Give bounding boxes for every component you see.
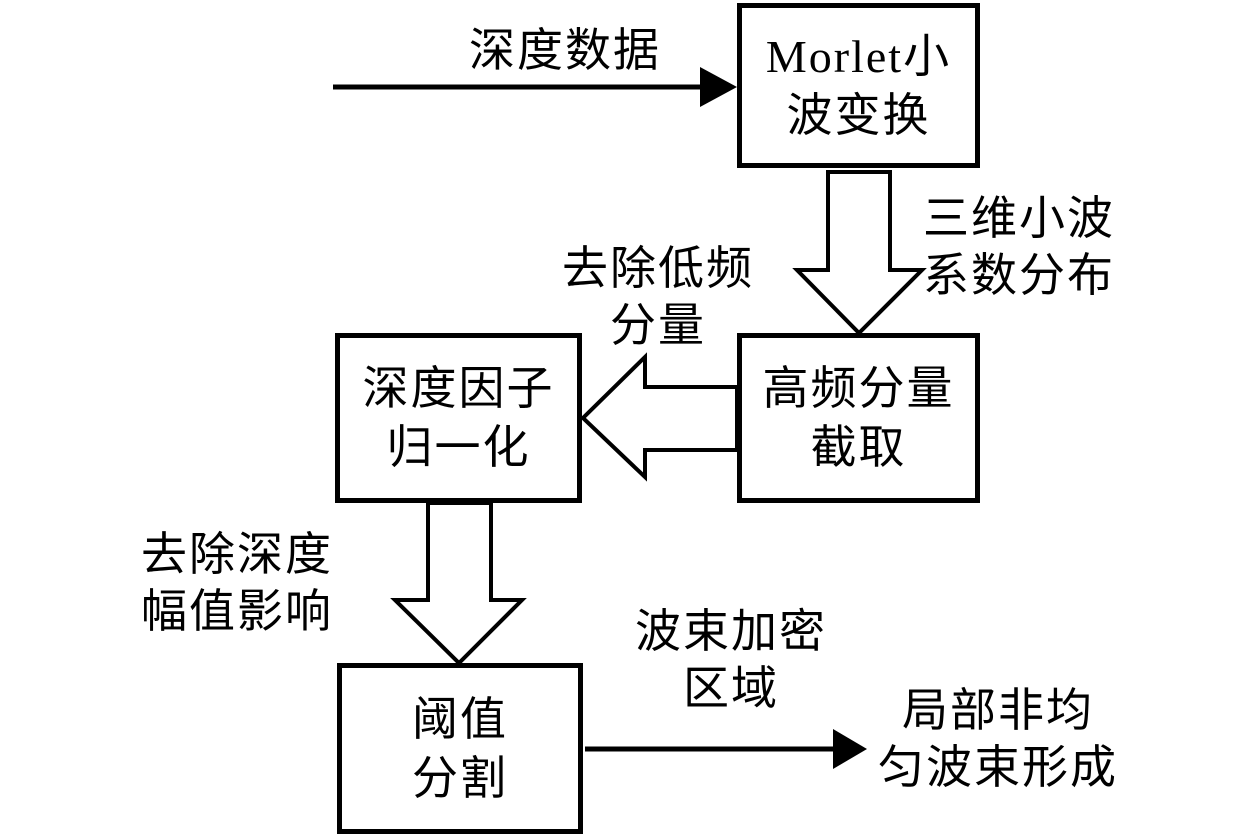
edge-label-wavelet-coefficients: 三维小波 系数分布 xyxy=(923,193,1115,301)
node-threshold-segmentation-label: 阈值 分割 xyxy=(412,693,508,804)
node-depth-factor-normalization: 深度因子 归一化 xyxy=(335,333,582,503)
node-morlet-wavelet-transform: Morlet小 波变换 xyxy=(737,3,980,168)
node-depth-factor-normalization-label: 深度因子 归一化 xyxy=(362,363,555,473)
output-text-local-nonuniform-beamforming: 局部非均 匀波束形成 xyxy=(878,685,1118,793)
beam-region-arrowhead-icon xyxy=(833,729,867,769)
block-arrow-down-remove-depth-icon xyxy=(390,501,527,666)
node-threshold-segmentation: 阈值 分割 xyxy=(337,663,583,834)
block-arrow-left-remove-lowfreq-icon xyxy=(580,352,739,482)
node-high-freq-component-extract: 高频分量 截取 xyxy=(737,333,980,503)
block-arrow-down-wavelet-coeffs-icon xyxy=(792,170,927,336)
node-high-freq-component-extract-label: 高频分量 截取 xyxy=(762,363,955,473)
edge-label-remove-depth-amplitude: 去除深度 幅值影响 xyxy=(141,529,333,637)
edge-label-remove-low-freq: 去除低频 分量 xyxy=(562,243,754,351)
edge-label-beam-densified-region: 波束加密 区域 xyxy=(635,606,827,714)
depth-data-arrowhead-icon xyxy=(700,67,737,107)
edge-label-depth-data: 深度数据 xyxy=(469,25,661,76)
node-morlet-wavelet-transform-label: Morlet小 波变换 xyxy=(765,30,952,141)
